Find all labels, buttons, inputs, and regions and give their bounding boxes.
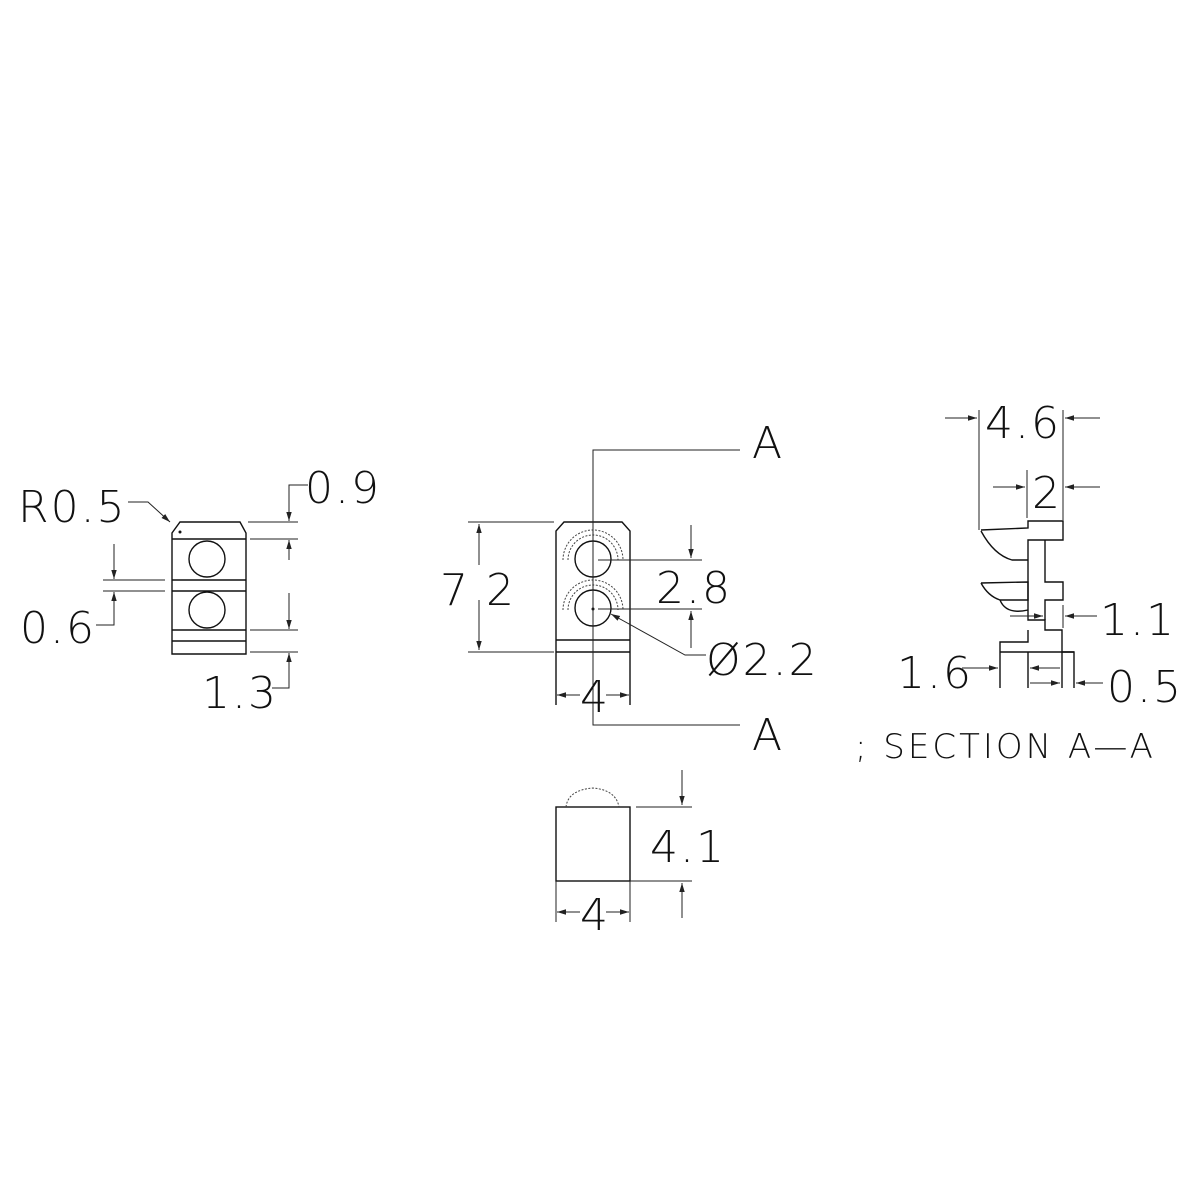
bottom-body bbox=[555, 806, 631, 882]
pin-width-label: 1.1 bbox=[1100, 595, 1176, 646]
tab-width-label: 0.5 bbox=[1107, 662, 1183, 713]
radius-label: R0.5 bbox=[18, 482, 127, 533]
section-label-bottom: A bbox=[752, 710, 784, 761]
bottom-gap-label: 1.3 bbox=[202, 668, 278, 719]
left-body-outline bbox=[171, 521, 247, 655]
bottom-view: 4.1 4 bbox=[555, 770, 726, 941]
pitch-label: 2.8 bbox=[656, 563, 732, 614]
width-label: 4 bbox=[580, 672, 610, 723]
body-depth-label: 2 bbox=[1032, 468, 1062, 519]
top-gap-label: 0.9 bbox=[305, 463, 381, 514]
section-view: 4.6 2 1.1 1.6 0.5 ; SECTION A—A bbox=[855, 398, 1183, 767]
led-hole-lower bbox=[188, 591, 226, 629]
section-label-top: A bbox=[752, 418, 784, 469]
height-label: 7 2 bbox=[440, 565, 516, 616]
section-line bbox=[592, 449, 740, 726]
left-front-view: R0.5 0.9 1.3 0.6 bbox=[18, 463, 381, 719]
bottom-height-label: 4.1 bbox=[650, 822, 726, 873]
bottom-width-label: 4 bbox=[580, 890, 610, 941]
section-title: ; SECTION A—A bbox=[855, 727, 1156, 767]
overall-depth-label: 4.6 bbox=[985, 398, 1061, 449]
mid-gap-label: 0.6 bbox=[20, 603, 96, 654]
diameter-label: Ø2.2 bbox=[706, 635, 819, 686]
base-width-label: 1.6 bbox=[897, 648, 973, 699]
center-front-view: A A 7 2 2.8 Ø2.2 4 bbox=[440, 418, 819, 761]
led-hole-upper bbox=[188, 540, 226, 578]
